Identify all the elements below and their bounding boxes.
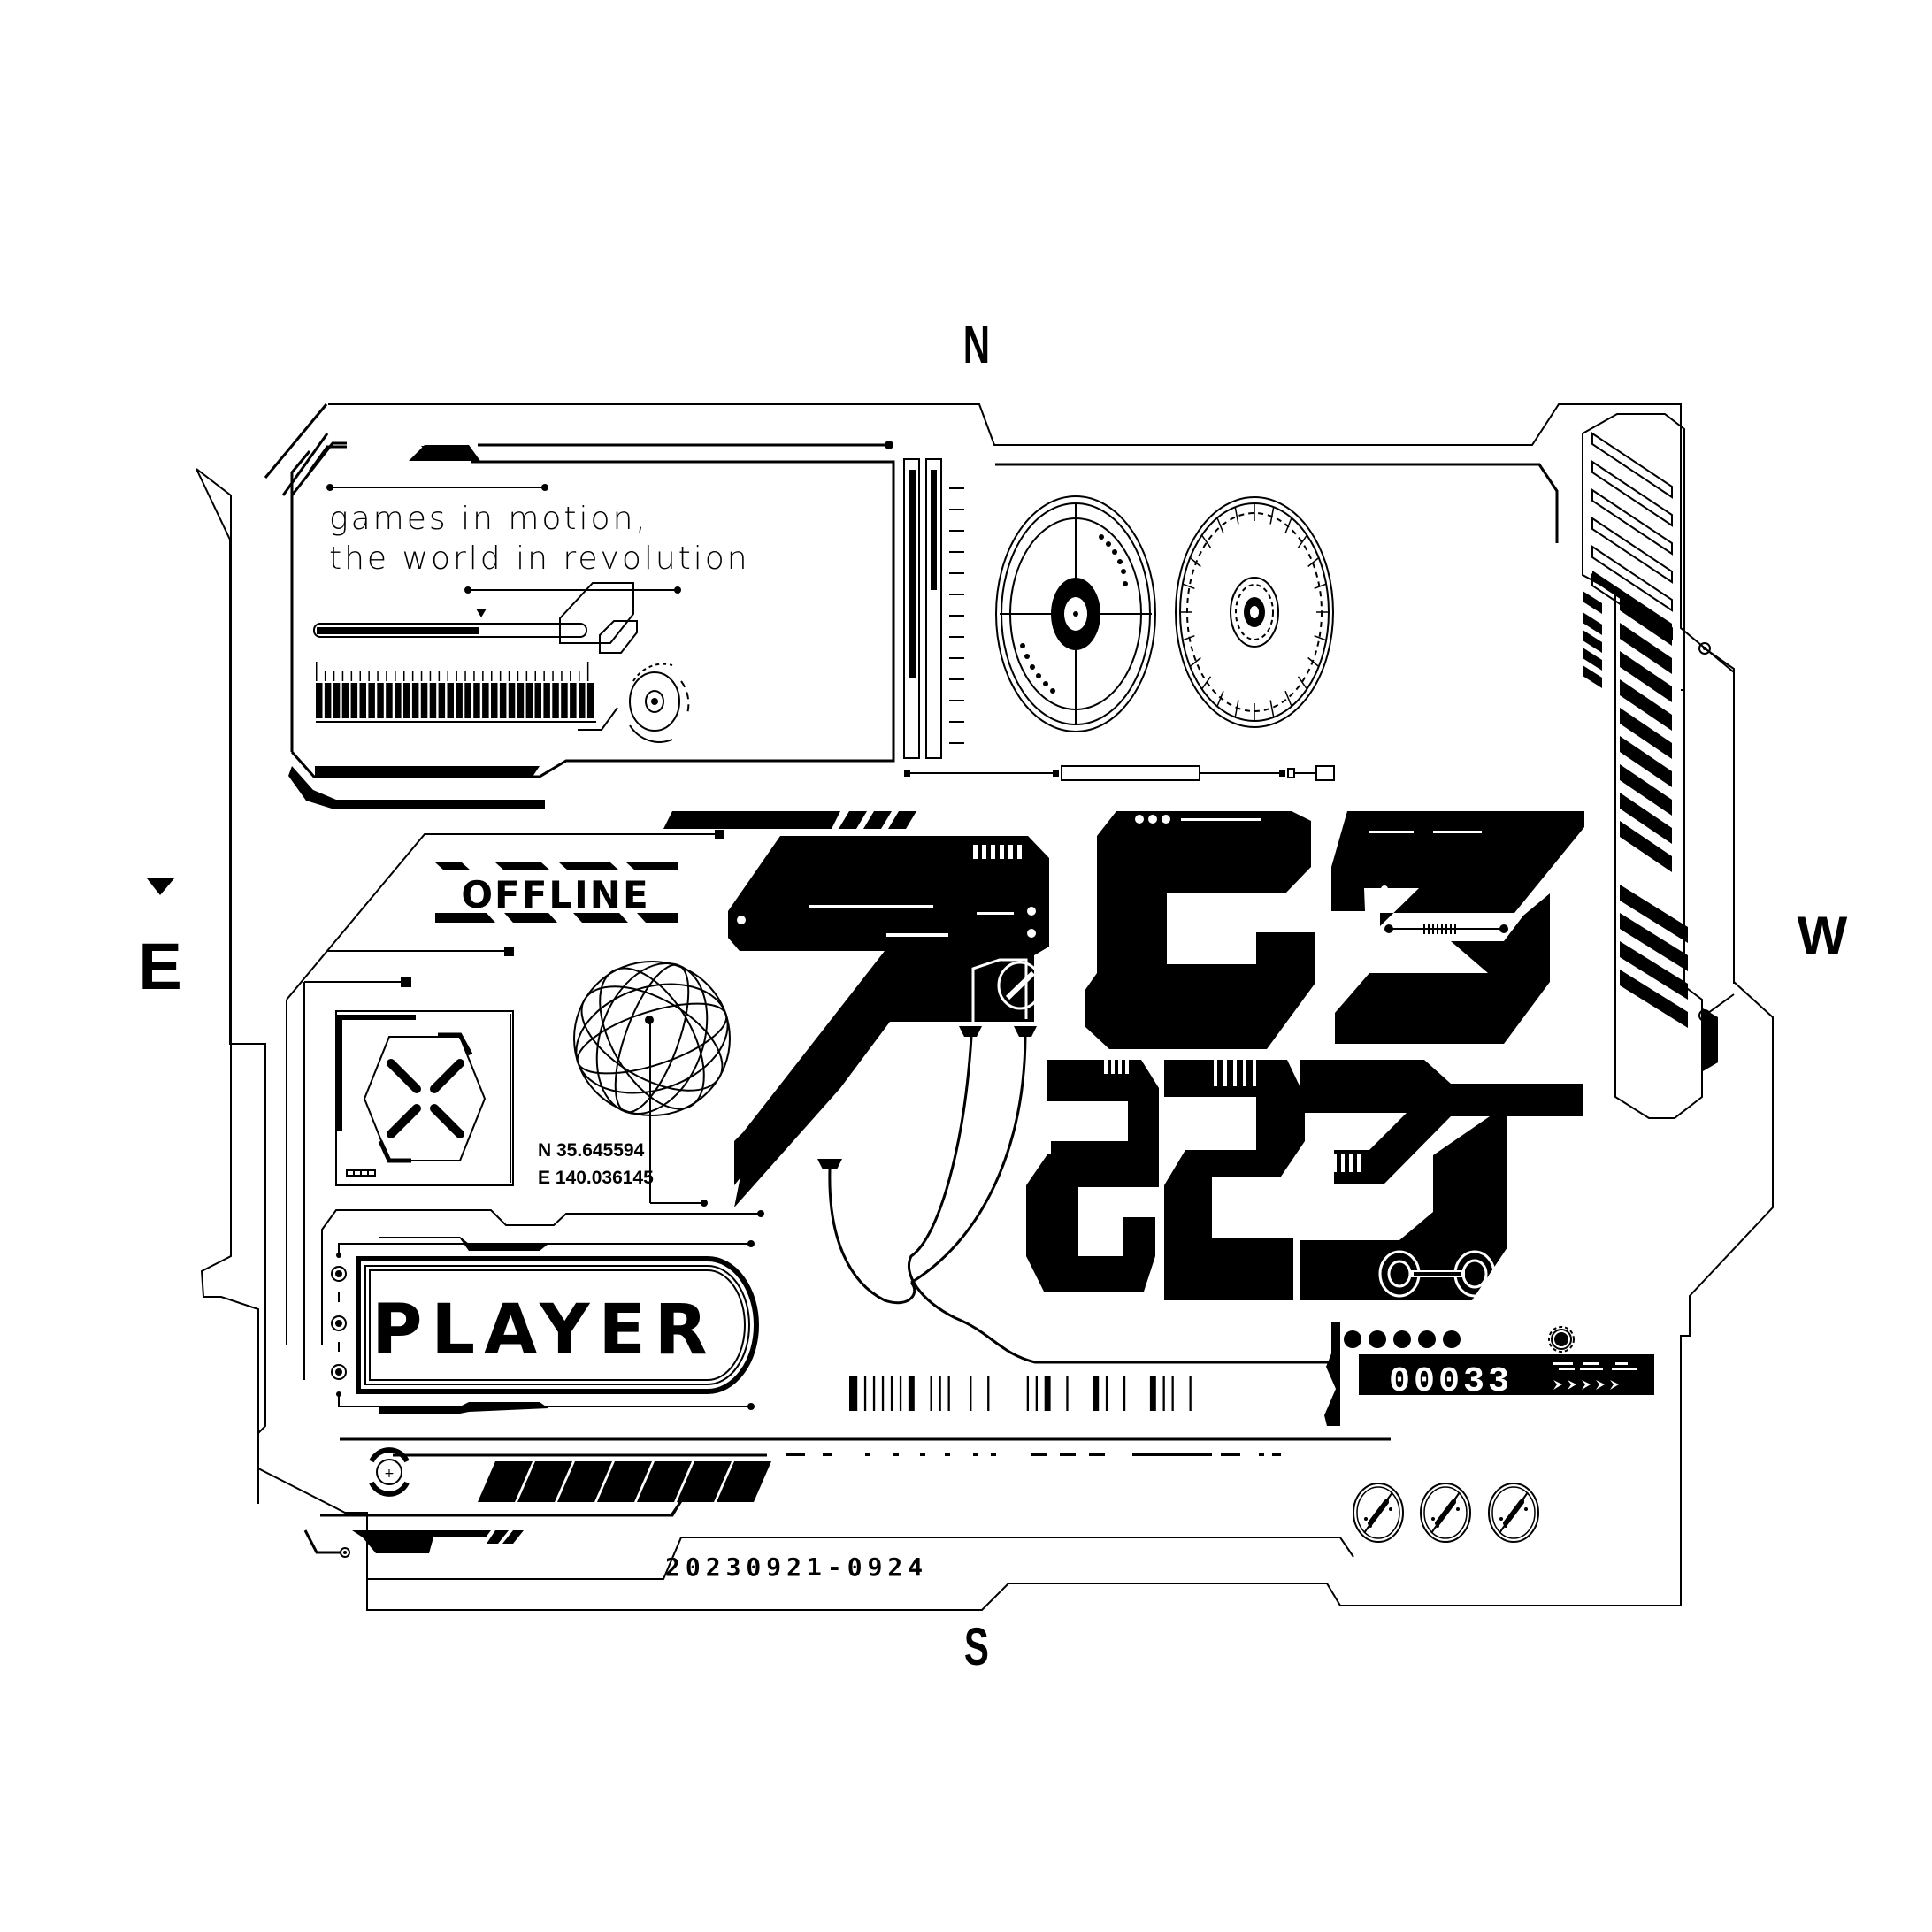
- tagline-panel: games in motion, the world in revolution: [313, 484, 750, 743]
- counter-value: 00033: [1389, 1362, 1513, 1402]
- bar-meter: [316, 683, 594, 718]
- knob-row: [1353, 1483, 1539, 1543]
- tick-ruler: [316, 662, 589, 681]
- latitude: N 35.645594: [538, 1140, 645, 1161]
- crosshair-target-icon: [995, 495, 1156, 732]
- compass-south: S: [964, 1617, 989, 1676]
- record-indicator-icon: [1548, 1326, 1575, 1353]
- wireframe-globe-icon: [573, 961, 731, 1207]
- dial-gauge-icon: [1175, 496, 1334, 728]
- offline-status-badge: OFFLINE: [435, 862, 678, 923]
- progress-marker-icon: [476, 609, 487, 617]
- logo-2023: [1026, 1060, 1583, 1300]
- small-scope-icon: [629, 663, 690, 743]
- logo-s: [1331, 811, 1584, 1044]
- compass-west: W: [1798, 906, 1848, 965]
- indicator-lights: [331, 1266, 347, 1380]
- scope-plus-icon[interactable]: +: [369, 1447, 410, 1497]
- close-x-icon: [335, 1010, 514, 1186]
- slash-knob-icon[interactable]: [1420, 1483, 1471, 1543]
- tagline-line2: the world in revolution: [329, 540, 750, 577]
- top-slab: [409, 445, 480, 461]
- counter-panel: 00033: [1324, 1322, 1654, 1426]
- bottom-rails: + 20230921-0924: [303, 1438, 1391, 1582]
- compass-east: E: [138, 930, 181, 1003]
- striped-pillar: [1582, 413, 1735, 1119]
- player-label[interactable]: PLAYER: [372, 1291, 717, 1370]
- slash-knob-icon[interactable]: [1353, 1483, 1404, 1543]
- longitude: E 140.036145: [538, 1168, 654, 1188]
- logo-7gs: [728, 836, 1331, 1364]
- connector-icon: [1384, 924, 1508, 934]
- progress-fill: [317, 627, 479, 634]
- status-panel: OFFLINE: [286, 830, 731, 1380]
- offline-label: OFFLINE: [461, 873, 649, 916]
- compass: N S E W: [138, 315, 1847, 1676]
- logo-g: [1085, 811, 1315, 1049]
- slash-knob-icon[interactable]: [1488, 1483, 1539, 1543]
- svg-text:+: +: [384, 1467, 395, 1481]
- tagline-line1: games in motion,: [329, 501, 648, 537]
- player-panel: PLAYER: [321, 1209, 764, 1414]
- barcode: [849, 1376, 1192, 1411]
- progress-bar: [313, 609, 587, 638]
- timestamp: 20230921-0924: [665, 1552, 928, 1582]
- compass-north: N: [963, 315, 990, 374]
- vertical-gauges: [903, 458, 1335, 781]
- twin-ring-connector-icon: [1378, 1250, 1496, 1298]
- outer-frame: [196, 403, 1774, 1611]
- triangle-down-icon: [147, 878, 174, 895]
